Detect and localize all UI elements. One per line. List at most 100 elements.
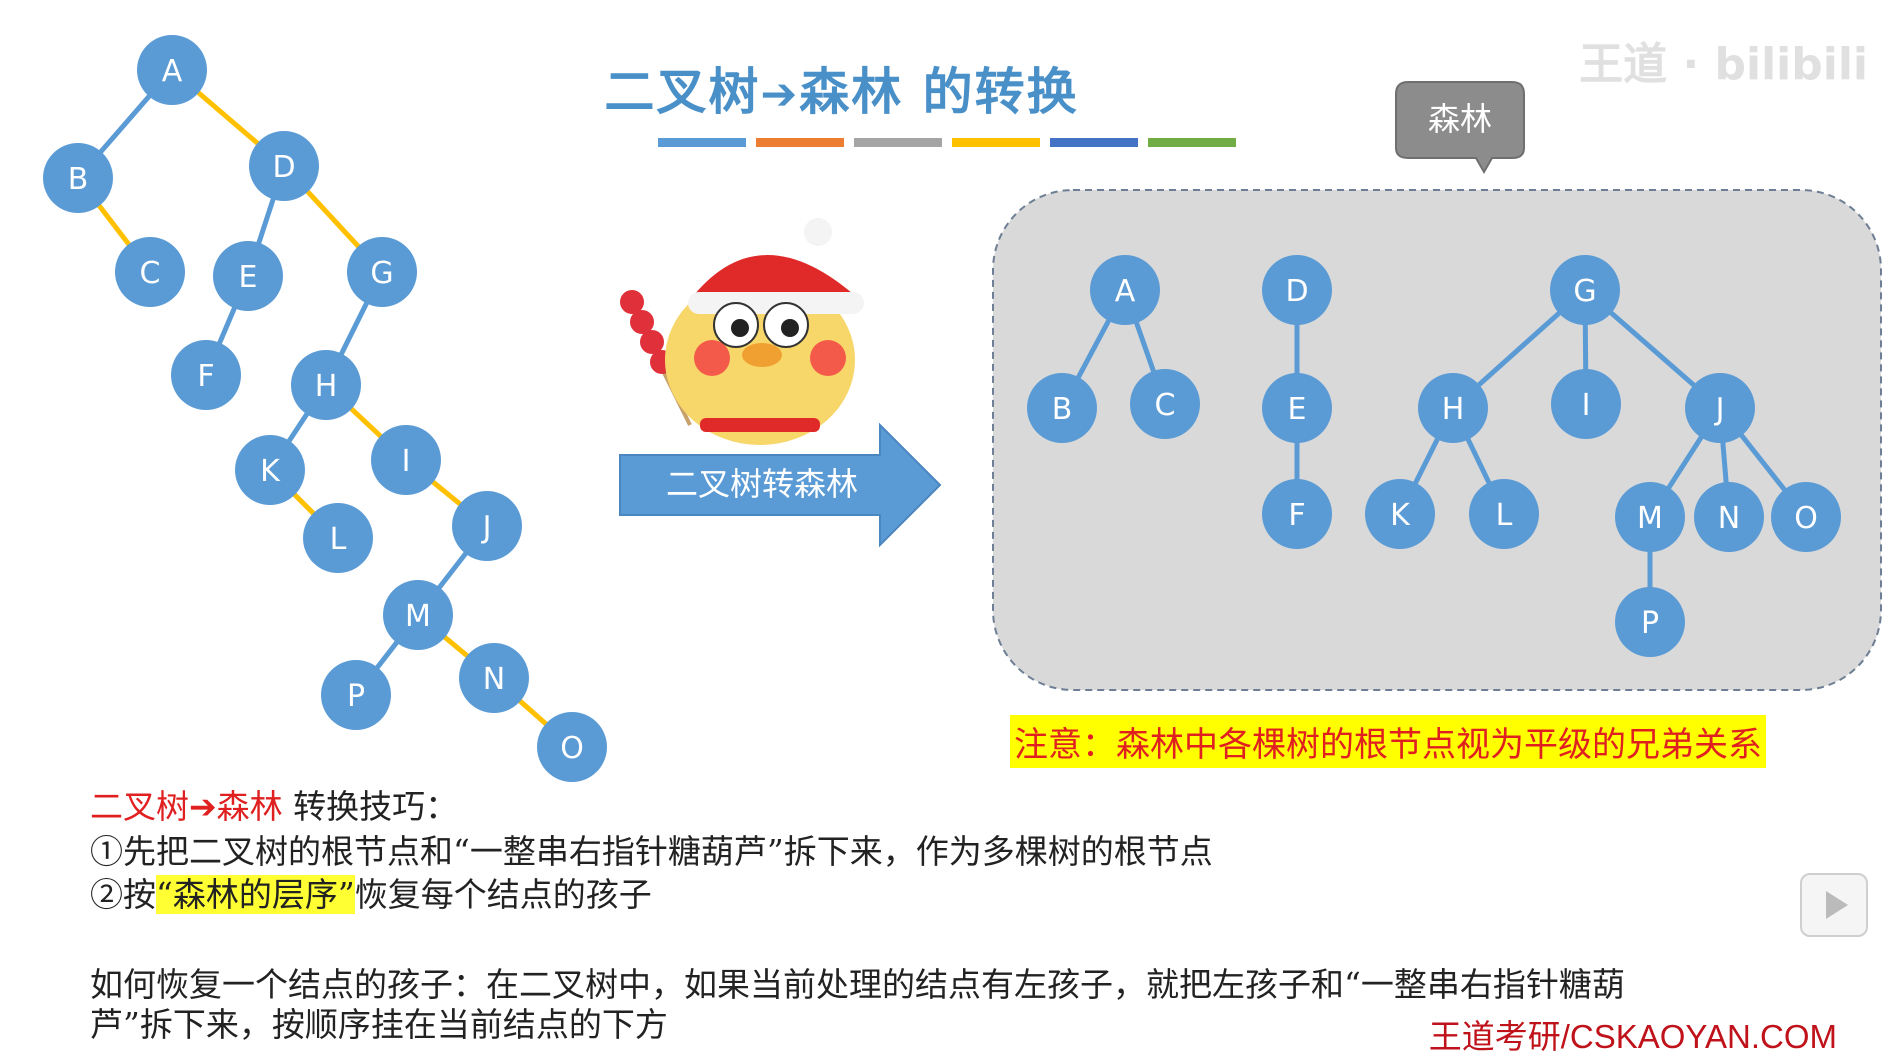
forest-node-label: B <box>1052 392 1073 427</box>
color-bar-segment <box>756 138 844 147</box>
color-bar-segment <box>952 138 1040 147</box>
bt-node-circle <box>291 350 361 420</box>
forest-nodes: A B C D E F G H I J K L M N O P <box>1027 255 1841 657</box>
forest-node-a: A <box>1090 255 1160 325</box>
forest-node-circle <box>1262 373 1332 443</box>
color-bar-segment <box>1148 138 1236 147</box>
forest-node-n: N <box>1694 482 1764 552</box>
watermark-bottom: 王道考研/CSKAOYAN.COM <box>1428 1018 1837 1055</box>
play-icon <box>1826 891 1848 919</box>
bt-node-n: N <box>459 643 529 713</box>
forest-node-circle <box>1090 255 1160 325</box>
bt-node-circle <box>303 503 373 573</box>
bt-node-circle <box>115 237 185 307</box>
tips-step-2-prefix: ②按 <box>90 875 156 914</box>
convert-arrow-label: 二叉树转森林 <box>666 465 858 503</box>
forest-node-label: K <box>1390 498 1411 533</box>
forest-node-label: P <box>1641 606 1659 641</box>
bt-node-label: H <box>315 369 338 404</box>
bt-node-e: E <box>213 241 283 311</box>
bt-node-l: L <box>303 503 373 573</box>
bt-node-label: G <box>370 256 393 291</box>
bt-node-label: M <box>405 599 431 634</box>
forest-node-l: L <box>1469 479 1539 549</box>
forest-node-label: G <box>1573 274 1596 309</box>
forest-node-label: H <box>1442 392 1465 427</box>
forest-node-circle <box>1130 369 1200 439</box>
title-suffix: 森林 的转换 <box>799 63 1079 121</box>
forest-node-circle <box>1615 482 1685 552</box>
forest-node-circle <box>1365 479 1435 549</box>
forest-node-label: J <box>1714 392 1725 427</box>
bt-node-p: P <box>321 660 391 730</box>
bt-node-m: M <box>383 580 453 650</box>
title-arrow: ➔ <box>760 69 800 120</box>
forest-node-k: K <box>1365 479 1435 549</box>
bt-node-circle <box>171 340 241 410</box>
forest-node-circle <box>1262 479 1332 549</box>
forest-node-label: L <box>1496 498 1513 533</box>
bt-node-circle <box>321 660 391 730</box>
forest-node-b: B <box>1027 373 1097 443</box>
color-bar-segment <box>1050 138 1138 147</box>
tips-heading: 二叉树➔森林 转换技巧： <box>90 780 458 828</box>
bt-node-a: A <box>137 35 207 105</box>
forest-node-label: F <box>1288 498 1305 533</box>
tips-step-2: ②按“森林的层序”恢复每个结点的孩子 <box>90 868 652 916</box>
forest-callout: 森林 <box>1395 81 1525 175</box>
forest-node-circle <box>1469 479 1539 549</box>
tips-step-2-suffix: 恢复每个结点的孩子 <box>354 875 652 914</box>
tips-heading-red: 二叉树➔森林 <box>90 787 283 826</box>
bt-node-label: D <box>272 150 295 185</box>
forest-node-circle <box>1418 373 1488 443</box>
bt-node-label: I <box>402 444 411 479</box>
page-title: 二叉树➔森林 的转换 <box>0 52 1893 124</box>
forest-node-circle <box>1027 373 1097 443</box>
bt-node-label: P <box>347 679 365 714</box>
forest-node-label: N <box>1718 501 1740 536</box>
title-color-bar <box>658 138 1236 147</box>
bt-node-label: E <box>239 260 258 295</box>
bt-node-label: J <box>481 510 492 545</box>
bt-node-b: B <box>43 143 113 213</box>
title-prefix: 二叉树 <box>604 63 761 121</box>
forest-node-circle <box>1694 482 1764 552</box>
forest-node-circle <box>1685 373 1755 443</box>
forest-node-label: C <box>1155 388 1176 423</box>
how-restore-line-1: 如何恢复一个结点的孩子：在二叉树中，如果当前处理的结点有左孩子，就把左孩子和“一… <box>90 965 1625 1004</box>
forest-node-d: D <box>1262 255 1332 325</box>
bt-node-j: J <box>452 491 522 561</box>
bt-node-o: O <box>537 712 607 782</box>
forest-node-e: E <box>1262 373 1332 443</box>
bt-node-i: I <box>371 425 441 495</box>
how-restore-line-2: 芦”拆下来，按顺序挂在当前结点的下方 <box>90 1005 668 1044</box>
color-bar-segment <box>854 138 942 147</box>
bt-node-circle <box>347 237 417 307</box>
bt-node-label: O <box>560 731 584 766</box>
play-button[interactable] <box>1800 873 1868 937</box>
bt-node-circle <box>213 241 283 311</box>
forest-node-circle <box>1262 255 1332 325</box>
forest-node-label: O <box>1794 501 1818 536</box>
mascot-illustration <box>620 218 864 445</box>
convert-arrow: 二叉树转森林 <box>619 422 942 548</box>
forest-node-f: F <box>1262 479 1332 549</box>
bt-node-label: N <box>483 662 505 697</box>
forest-node-g: G <box>1550 255 1620 325</box>
forest-node-label: E <box>1288 392 1307 427</box>
bt-node-circle <box>383 580 453 650</box>
forest-node-h: H <box>1418 373 1488 443</box>
bt-node-label: F <box>197 359 214 394</box>
forest-node-label: M <box>1637 501 1663 536</box>
bt-node-label: K <box>260 454 281 489</box>
bt-node-circle <box>235 435 305 505</box>
forest-node-i: I <box>1551 369 1621 439</box>
bt-node-label: C <box>140 256 161 291</box>
watermark-top: 王道 · bilibili <box>1579 39 1868 90</box>
bt-node-circle <box>249 131 319 201</box>
forest-node-circle <box>1550 255 1620 325</box>
bt-node-d: D <box>249 131 319 201</box>
bt-node-label: L <box>330 522 347 557</box>
